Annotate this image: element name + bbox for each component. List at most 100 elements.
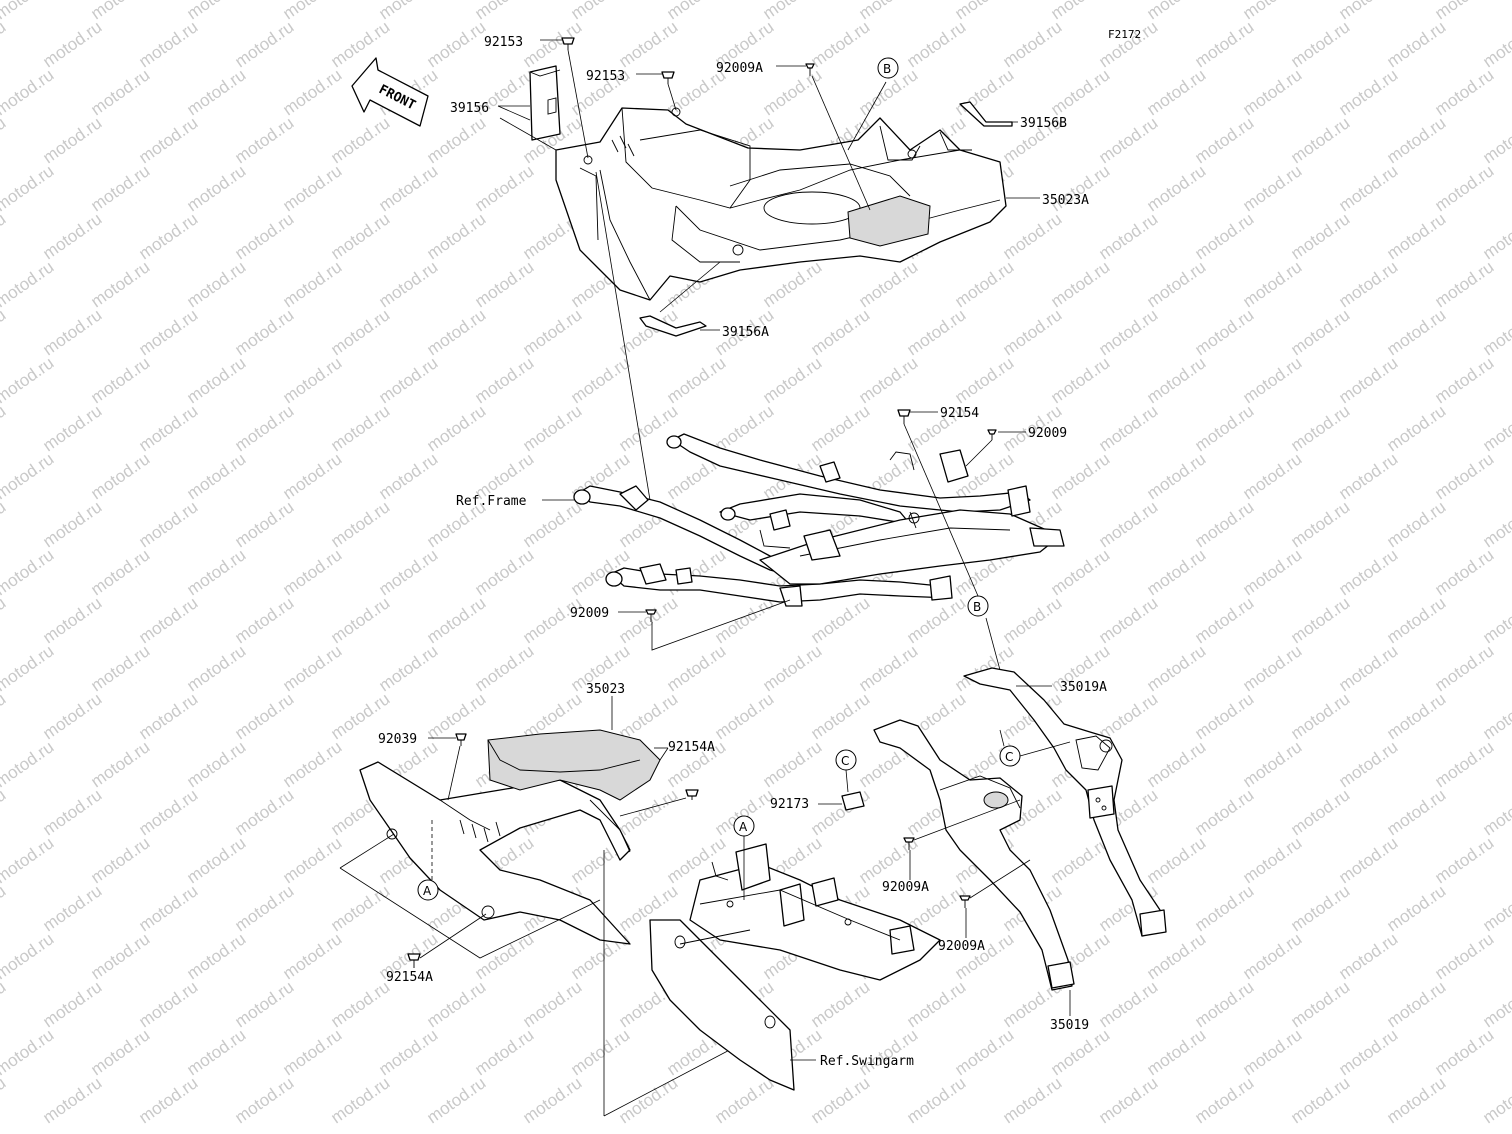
watermark-text: motod.ru (1431, 353, 1497, 407)
label-35023a: 35023A (1042, 193, 1089, 208)
watermark-text: motod.ru (231, 113, 297, 167)
watermark-text: motod.ru (1335, 833, 1401, 887)
watermark-text: motod.ru (1287, 689, 1353, 743)
watermark-text: motod.ru (423, 593, 489, 647)
watermark-text: motod.ru (279, 257, 345, 311)
screw-92154a-bottom-icon (407, 953, 421, 968)
watermark-text: motod.ru (183, 545, 249, 599)
watermark-text: motod.ru (0, 497, 9, 551)
watermark-text: motod.ru (1191, 977, 1257, 1031)
watermark-text: motod.ru (1095, 17, 1161, 71)
watermark-text: motod.ru (1239, 545, 1305, 599)
watermark-text: motod.ru (1287, 977, 1353, 1031)
watermark-text: motod.ru (1191, 1073, 1257, 1127)
watermark-text: motod.ru (1095, 305, 1161, 359)
watermark-text: motod.ru (39, 17, 105, 71)
watermark-text: motod.ru (1191, 113, 1257, 167)
screw-92009a-top-icon (805, 63, 815, 76)
watermark-text: motod.ru (1335, 641, 1401, 695)
watermark-text: motod.ru (471, 641, 537, 695)
watermark-text: motod.ru (1431, 737, 1497, 791)
watermark-text: motod.ru (375, 641, 441, 695)
watermark-text: motod.ru (279, 641, 345, 695)
watermark-text: motod.ru (1383, 209, 1449, 263)
watermark-text: motod.ru (39, 881, 105, 935)
watermark-text: motod.ru (1095, 497, 1161, 551)
rear-fender-35023 (359, 729, 661, 945)
watermark-text: motod.ru (1143, 545, 1209, 599)
watermark-text: motod.ru (0, 737, 57, 791)
watermark-text: motod.ru (807, 401, 873, 455)
watermark-text: motod.ru (1335, 161, 1401, 215)
label-39156: 39156 (450, 101, 489, 116)
watermark-text: motod.ru (1479, 17, 1512, 71)
watermark-text: motod.ru (87, 545, 153, 599)
watermark-text: motod.ru (0, 17, 9, 71)
watermark-text: motod.ru (231, 17, 297, 71)
watermark-text: motod.ru (471, 929, 537, 983)
label-92009-top: 92009 (1028, 426, 1067, 441)
watermark-text: motod.ru (135, 17, 201, 71)
label-92009a-2: 92009A (938, 939, 985, 954)
watermark-text: motod.ru (279, 353, 345, 407)
watermark-text: motod.ru (1143, 449, 1209, 503)
watermark-text: motod.ru (519, 497, 585, 551)
watermark-text: motod.ru (0, 929, 57, 983)
screw-92154-icon (897, 409, 911, 424)
watermark-text: motod.ru (0, 113, 9, 167)
watermark-text: motod.ru (375, 0, 441, 23)
watermark-text: motod.ru (1335, 257, 1401, 311)
watermark-text: motod.ru (1383, 593, 1449, 647)
label-92153-a: 92153 (484, 35, 523, 50)
watermark-text: motod.ru (1479, 689, 1512, 743)
watermark-text: motod.ru (471, 545, 537, 599)
label-92154a-top: 92154A (668, 740, 715, 755)
watermark-text: motod.ru (615, 689, 681, 743)
watermark-text: motod.ru (327, 881, 393, 935)
watermark-text: motod.ru (1383, 17, 1449, 71)
ref-marker-c-left: C (841, 754, 849, 768)
watermark-text: motod.ru (183, 0, 249, 23)
watermark-text: motod.ru (1335, 929, 1401, 983)
watermark-text: motod.ru (0, 833, 57, 887)
screw-92009-top-icon (987, 429, 997, 440)
watermark-text: motod.ru (327, 497, 393, 551)
watermark-text: motod.ru (135, 113, 201, 167)
watermark-text: motod.ru (183, 641, 249, 695)
watermark-text: motod.ru (423, 305, 489, 359)
watermark-text: motod.ru (615, 1073, 681, 1127)
watermark-text: motod.ru (615, 593, 681, 647)
label-92154a-bottom: 92154A (386, 970, 433, 985)
watermark-text: motod.ru (39, 497, 105, 551)
watermark-text: motod.ru (135, 785, 201, 839)
watermark-text: motod.ru (231, 977, 297, 1031)
watermark-text: motod.ru (135, 209, 201, 263)
watermark-text: motod.ru (231, 401, 297, 455)
watermark-text: motod.ru (1239, 353, 1305, 407)
strip-39156a (639, 315, 707, 337)
watermark-text: motod.ru (183, 449, 249, 503)
watermark-text: motod.ru (615, 17, 681, 71)
watermark-text: motod.ru (39, 977, 105, 1031)
watermark-text: motod.ru (327, 113, 393, 167)
ref-marker-a-left: A (423, 884, 432, 898)
watermark-text: motod.ru (855, 641, 921, 695)
clip-92173-icon (841, 791, 865, 811)
watermark-text: motod.ru (471, 257, 537, 311)
label-92154: 92154 (940, 406, 979, 421)
watermark-text: motod.ru (1047, 449, 1113, 503)
watermark-text: motod.ru (327, 977, 393, 1031)
watermark-text: motod.ru (375, 257, 441, 311)
watermark-text: motod.ru (903, 1073, 969, 1127)
watermark-text: motod.ru (1431, 833, 1497, 887)
watermark-text: motod.ru (1287, 401, 1353, 455)
watermark-text: motod.ru (135, 689, 201, 743)
watermark-text: motod.ru (807, 785, 873, 839)
watermark-text: motod.ru (1335, 1025, 1401, 1079)
watermark-text: motod.ru (471, 0, 537, 23)
watermark-text: motod.ru (1047, 545, 1113, 599)
watermark-text: motod.ru (1287, 785, 1353, 839)
watermark-text: motod.ru (711, 593, 777, 647)
watermark-text: motod.ru (183, 929, 249, 983)
watermark-text: motod.ru (567, 353, 633, 407)
